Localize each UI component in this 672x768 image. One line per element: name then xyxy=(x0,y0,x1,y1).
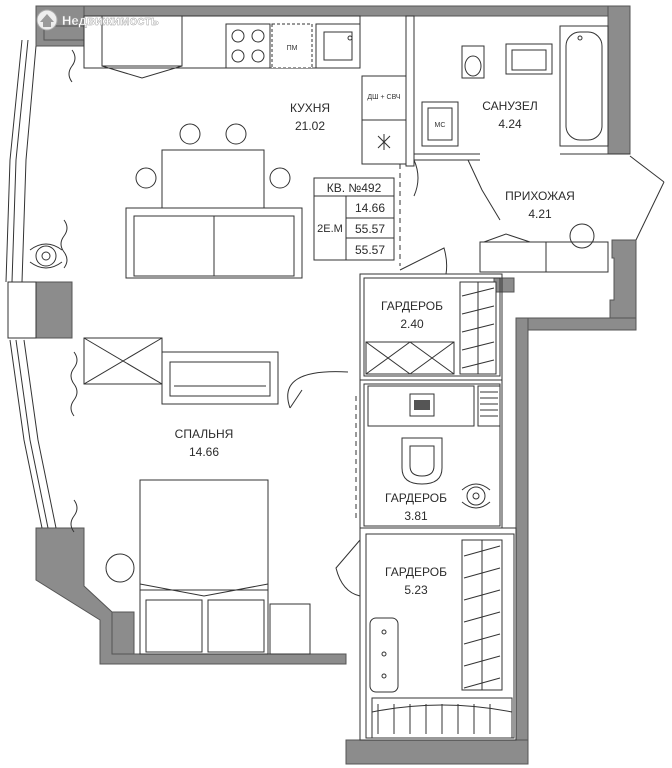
bedroom-area: 14.66 xyxy=(189,445,219,459)
hallway-furniture xyxy=(479,223,609,273)
apartment-number: КВ. №492 xyxy=(327,181,382,195)
dishwasher-label: ПМ xyxy=(287,45,298,52)
kitchen-name: КУХНЯ xyxy=(290,101,330,115)
apartment-value-2: 55.57 xyxy=(355,222,385,236)
wardrobe1-area: 2.40 xyxy=(400,317,424,331)
wardrobe1-name: ГАРДЕРОБ xyxy=(381,299,443,313)
wardrobe2-name: ГАРДЕРОБ xyxy=(385,491,447,505)
kitchen-area: 21.02 xyxy=(295,119,325,133)
kitchen-furniture xyxy=(29,15,407,279)
shower-microwave-label: ДШ + СВЧ xyxy=(367,94,401,101)
washing-machine-label: МС xyxy=(435,122,446,129)
apartment-info-table xyxy=(313,177,395,261)
bedroom-name: СПАЛЬНЯ xyxy=(175,427,234,441)
doors xyxy=(287,159,448,597)
bathroom-area: 4.24 xyxy=(498,117,522,131)
plant-icon xyxy=(29,243,63,269)
windows xyxy=(5,39,57,529)
apartment-value-1: 14.66 xyxy=(355,201,385,215)
walls xyxy=(35,5,637,765)
wardrobe3-area: 5.23 xyxy=(404,583,428,597)
bathroom-name: САНУЗЕЛ xyxy=(482,99,538,113)
fixture-labels: ПМ ДШ + СВЧ МС xyxy=(287,45,446,129)
hallway-name: ПРИХОЖАЯ xyxy=(505,189,575,203)
room-labels: КУХНЯ 21.02 САНУЗЕЛ 4.24 ПРИХОЖАЯ 4.21 Г… xyxy=(175,99,575,597)
chairs xyxy=(135,123,291,189)
house-logo-icon xyxy=(36,9,58,31)
apartment-row-label: 2Е.М xyxy=(317,223,343,235)
watermark: Недвижимость xyxy=(36,9,159,31)
apartment-table-text: КВ. №492 2Е.М 14.66 55.57 55.57 xyxy=(317,181,385,257)
apartment-value-3: 55.57 xyxy=(355,243,385,257)
wardrobe2-area: 3.81 xyxy=(404,509,428,523)
internal-walls xyxy=(83,15,665,741)
wardrobe-contents xyxy=(365,281,513,739)
wardrobe3-name: ГАРДЕРОБ xyxy=(385,565,447,579)
plant-icon xyxy=(461,483,491,509)
watermark-text: Недвижимость xyxy=(62,13,159,28)
bedroom-furniture xyxy=(70,351,311,655)
snowflake-icon xyxy=(377,134,391,150)
hallway-area: 4.21 xyxy=(528,207,552,221)
bathroom-furniture xyxy=(421,25,609,147)
